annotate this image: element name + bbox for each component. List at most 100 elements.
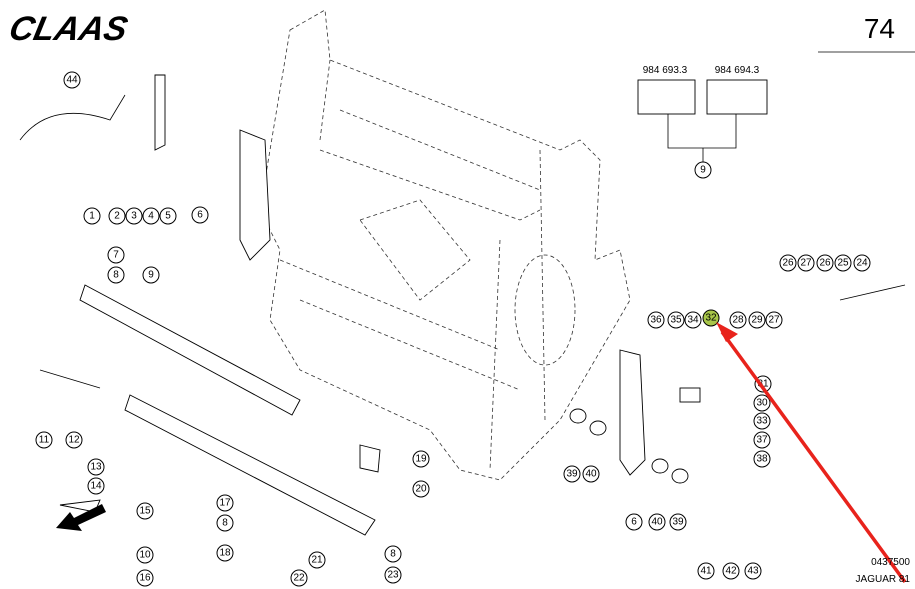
callout-label: 9 — [148, 270, 154, 281]
callout-label: 40 — [651, 517, 663, 528]
callout-27: 27 — [797, 254, 815, 272]
callout-28: 28 — [729, 311, 747, 329]
callout-label: 12 — [68, 435, 80, 446]
callout-24: 24 — [853, 254, 871, 272]
callout-label: 10 — [139, 550, 151, 561]
callout-label: 38 — [756, 454, 768, 465]
callout-30: 30 — [753, 394, 771, 412]
callout-38: 38 — [753, 450, 771, 468]
callout-label: 17 — [219, 498, 231, 509]
callout-29: 29 — [748, 311, 766, 329]
callout-label: 39 — [566, 469, 578, 480]
callout-8: 8 — [107, 266, 125, 284]
callout-label: 15 — [139, 506, 151, 517]
callout-14: 14 — [87, 477, 105, 495]
callout-label: 36 — [650, 315, 662, 326]
callout-label: 8 — [390, 549, 396, 560]
callout-label: 5 — [165, 211, 171, 222]
callout-label: 32 — [705, 313, 717, 324]
callout-33: 33 — [753, 412, 771, 430]
callout-label: 33 — [756, 416, 768, 427]
direction-arrow — [56, 504, 106, 531]
callout-40: 40 — [648, 513, 666, 531]
callout-label: 24 — [856, 258, 868, 269]
callout-label: 42 — [725, 566, 737, 577]
callout-label: 1 — [89, 211, 95, 222]
callout-label: 9 — [700, 165, 706, 176]
highlight-arrow-head — [716, 322, 738, 342]
callout-40: 40 — [582, 465, 600, 483]
callout-27: 27 — [765, 311, 783, 329]
callout-label: 6 — [631, 517, 637, 528]
callout-22: 22 — [290, 569, 308, 587]
model-name: JAGUAR 81 — [856, 574, 911, 585]
callout-44: 44 — [63, 71, 81, 89]
callout-label: 18 — [219, 548, 231, 559]
kit-legend: 984 693.3 984 694.3 — [637, 65, 768, 162]
frame-drawing — [259, 9, 631, 481]
callout-label: 16 — [139, 573, 151, 584]
callout-label: 30 — [756, 398, 768, 409]
callout-16: 16 — [136, 569, 154, 587]
callout-label: 25 — [837, 258, 849, 269]
callout-6: 6 — [191, 206, 209, 224]
callout-label: 44 — [66, 75, 78, 86]
callout-label: 43 — [747, 566, 759, 577]
callout-17: 17 — [216, 494, 234, 512]
callout-25: 25 — [834, 254, 852, 272]
highlight-arrow-shaft — [720, 330, 907, 584]
callout-19: 19 — [412, 450, 430, 468]
callout-4: 4 — [142, 207, 160, 225]
callout-label: 39 — [672, 517, 684, 528]
callout-34: 34 — [684, 311, 702, 329]
callout-39: 39 — [563, 465, 581, 483]
svg-text:CLAAS: CLAAS — [6, 10, 131, 48]
callout-12: 12 — [65, 431, 83, 449]
callout-label: 13 — [90, 462, 102, 473]
callout-10: 10 — [136, 546, 154, 564]
callout-label: 2 — [114, 211, 120, 222]
callout-label: 26 — [782, 258, 794, 269]
callout-6: 6 — [625, 513, 643, 531]
callout-label: 34 — [687, 315, 699, 326]
callout-37: 37 — [753, 431, 771, 449]
callout-label: 41 — [700, 566, 712, 577]
callout-39: 39 — [669, 513, 687, 531]
callout-23: 23 — [384, 566, 402, 584]
callout-13: 13 — [87, 458, 105, 476]
part-number-1: 984 693.3 — [643, 65, 688, 76]
callout-label: 19 — [415, 454, 427, 465]
callout-3: 3 — [125, 207, 143, 225]
callout-label: 7 — [113, 250, 119, 261]
parts — [19, 74, 906, 536]
callout-18: 18 — [216, 544, 234, 562]
callout-label: 35 — [670, 315, 682, 326]
callout-26: 26 — [779, 254, 797, 272]
callout-label: 23 — [387, 570, 399, 581]
callout-36: 36 — [647, 311, 665, 329]
callout-label: 26 — [819, 258, 831, 269]
part-number-2: 984 694.3 — [715, 65, 760, 76]
callout-26: 26 — [816, 254, 834, 272]
callout-label: 8 — [113, 270, 119, 281]
callout-5: 5 — [159, 207, 177, 225]
callout-label: 4 — [148, 211, 154, 222]
callout-8: 8 — [384, 545, 402, 563]
callout-label: 37 — [756, 435, 768, 446]
callout-label: 11 — [39, 435, 50, 446]
callout-label: 8 — [222, 518, 228, 529]
callout-label: 40 — [585, 469, 597, 480]
callout-label: 3 — [131, 211, 137, 222]
callout-15: 15 — [136, 502, 154, 520]
callout-9: 9 — [142, 266, 160, 284]
callout-43: 43 — [744, 562, 762, 580]
callout-21: 21 — [308, 551, 326, 569]
callout-11: 11 — [35, 431, 53, 449]
callout-35: 35 — [667, 311, 685, 329]
callout-7: 7 — [107, 246, 125, 264]
callout-label: 27 — [768, 315, 780, 326]
callout-42: 42 — [722, 562, 740, 580]
callout-9: 9 — [694, 161, 712, 179]
